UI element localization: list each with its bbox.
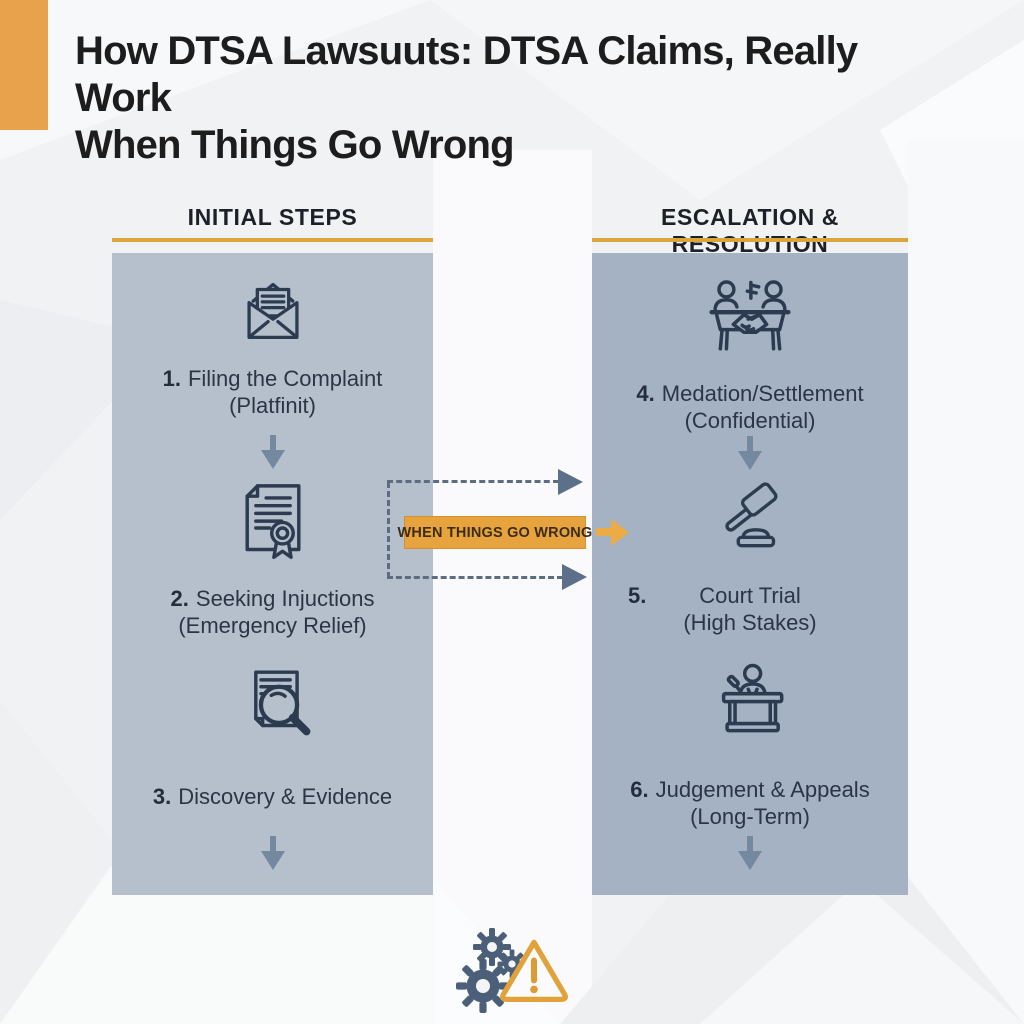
left-header-underline — [112, 238, 433, 242]
step-2-sub: (Emergency Relief) — [178, 613, 367, 638]
step-5: 5. Court Trial (High Stakes) — [592, 582, 908, 636]
step-4-sub: (Confidential) — [684, 408, 816, 433]
right-column-header: ESCALATION & RESOLUTION — [661, 204, 839, 257]
step-5-number: 5. — [628, 583, 647, 608]
gavel-icon — [725, 482, 778, 548]
step-1: 1.Filing the Complaint (Platfinit) — [112, 365, 433, 419]
step-1-sub: (Platfinit) — [229, 393, 316, 418]
step-2-label: Seeking Injuctions — [195, 586, 375, 611]
step-4-number: 4. — [636, 381, 655, 406]
orange-right-arrow-icon — [596, 519, 629, 546]
right-header-underline — [592, 238, 908, 242]
dashed-arrow-bottom — [387, 576, 563, 579]
step-3-label: Discovery & Evidence — [178, 784, 393, 809]
gears-icon — [456, 928, 527, 1013]
certificate-icon — [244, 484, 301, 559]
step-3-number: 3. — [152, 784, 172, 809]
step-2: 2.Seeking Injuctions (Emergency Relief) — [112, 585, 433, 639]
step-2-number: 2. — [170, 586, 189, 611]
escalation-resolution-panel: 4.Medation/Settlement (Confidential) 5. C… — [592, 253, 908, 895]
step-6: 6.Judgement & Appeals (Long-Term) — [592, 776, 908, 830]
step-1-label: Filing the Complaint — [187, 366, 383, 391]
down-arrow-icon — [260, 836, 285, 870]
step-3: 3.Discovery & Evidence — [112, 783, 433, 810]
judge-bench-icon — [721, 663, 784, 733]
down-arrow-icon — [738, 836, 762, 870]
page-title: How DTSA Lawsuuts: DTSA Claims, Really W… — [75, 28, 955, 169]
step-4: 4.Medation/Settlement (Confidential) — [592, 380, 908, 434]
title-line-2: When Things Go Wrong — [75, 123, 515, 167]
left-column-header: INITIAL STEPS — [187, 204, 358, 230]
step-1-number: 1. — [162, 366, 181, 391]
step-4-label: Medation/Settlement — [661, 381, 864, 406]
footer-icons — [448, 926, 588, 1024]
magnifier-document-icon — [253, 670, 310, 736]
envelope-icon — [246, 282, 299, 339]
step-6-label: Judgement & Appeals — [655, 777, 870, 802]
dashed-arrowhead-bottom-icon — [562, 564, 587, 590]
dashed-arrow-top — [387, 480, 559, 483]
warning-triangle-icon — [500, 939, 568, 1003]
initial-steps-panel: 1.Filing the Complaint (Platfinit) 2.See… — [112, 253, 433, 895]
down-arrow-icon — [738, 436, 762, 470]
when-things-go-wrong-badge: WHEN THINGS GO WRONG — [398, 516, 592, 549]
step-5-sub: (High Stakes) — [683, 610, 817, 635]
title-line-1: How DTSA Lawsuuts: DTSA Claims, Really W… — [75, 29, 858, 120]
down-arrow-icon — [260, 435, 285, 469]
step-6-number: 6. — [630, 777, 649, 802]
handshake-meeting-icon — [709, 280, 791, 351]
corner-accent-block — [0, 0, 48, 130]
dashed-arrowhead-top-icon — [558, 469, 583, 495]
step-5-label: Court Trial — [699, 583, 801, 608]
step-6-sub: (Long-Term) — [690, 804, 810, 829]
dashed-bracket-vertical — [387, 482, 390, 578]
